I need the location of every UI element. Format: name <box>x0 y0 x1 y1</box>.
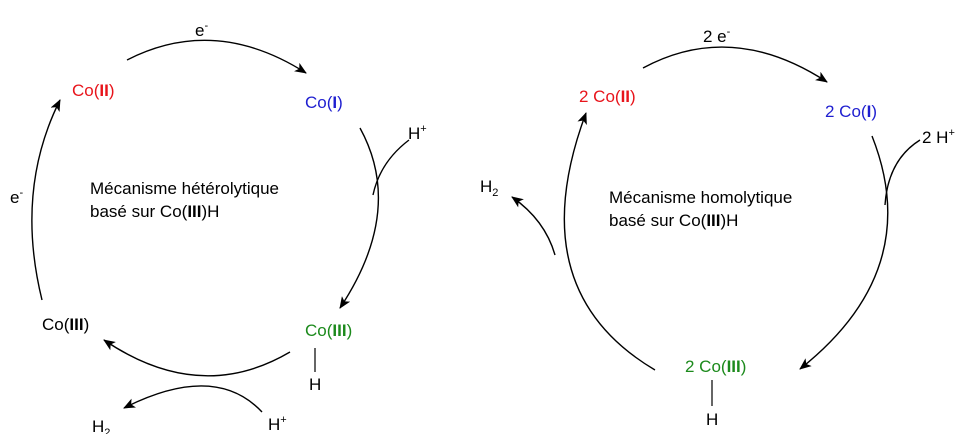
arrow-co1-to-co3h <box>339 127 380 309</box>
arrow-co3h-to-co3 <box>103 339 291 377</box>
arrow-co3-to-co2 <box>31 99 61 301</box>
h2-label-right: H2 <box>480 177 498 199</box>
electron-label-left: e- <box>10 187 23 207</box>
co3h-label-left: Co(III) <box>305 321 352 340</box>
hplus-label-right-left: H+ <box>408 123 427 143</box>
arrow-2co1-to-2co3h <box>799 135 889 370</box>
heterolytic-cycle: e- Co(II) Co(I) H+ Mécanisme hétérolytiq… <box>10 20 427 434</box>
hplus-label-bottom-left: H+ <box>268 414 287 434</box>
co3-label-left: Co(III) <box>42 315 89 334</box>
right-cycle-title-line1: Mécanisme homolytique <box>609 188 792 207</box>
left-cycle-title-line2: basé sur Co(III)H <box>90 202 219 221</box>
arrow-h2-out-right <box>511 196 556 256</box>
hydride-h-left: H <box>309 375 321 394</box>
arrow-co2-to-co1 <box>126 39 307 74</box>
arrow-hplus-in-right <box>372 139 410 196</box>
arrow-2co3h-to-2co2 <box>563 112 656 371</box>
electron-label-top-right: 2 e- <box>703 26 731 46</box>
left-cycle-title-line1: Mécanisme hétérolytique <box>90 179 279 198</box>
h2-label-left: H2 <box>92 417 110 434</box>
arrow-2co2-to-2co1 <box>642 46 828 83</box>
electron-label-top: e- <box>195 20 208 40</box>
hydride-h-right: H <box>706 410 718 429</box>
arrow-2hplus-in <box>884 139 921 206</box>
arrow-h2-out-bottom <box>123 385 263 413</box>
2co1-label: 2 Co(I) <box>825 102 877 121</box>
2co3h-label: 2 Co(III) <box>685 357 746 376</box>
right-cycle-title-line2: basé sur Co(III)H <box>609 211 738 230</box>
2co2-label: 2 Co(II) <box>579 87 636 106</box>
co1-label-left: Co(I) <box>305 93 343 112</box>
2hplus-label: 2 H+ <box>922 127 955 147</box>
homolytic-cycle: 2 e- 2 Co(II) 2 Co(I) 2 H+ H2 Mécanisme … <box>480 26 955 429</box>
co2-label-left: Co(II) <box>72 81 115 100</box>
